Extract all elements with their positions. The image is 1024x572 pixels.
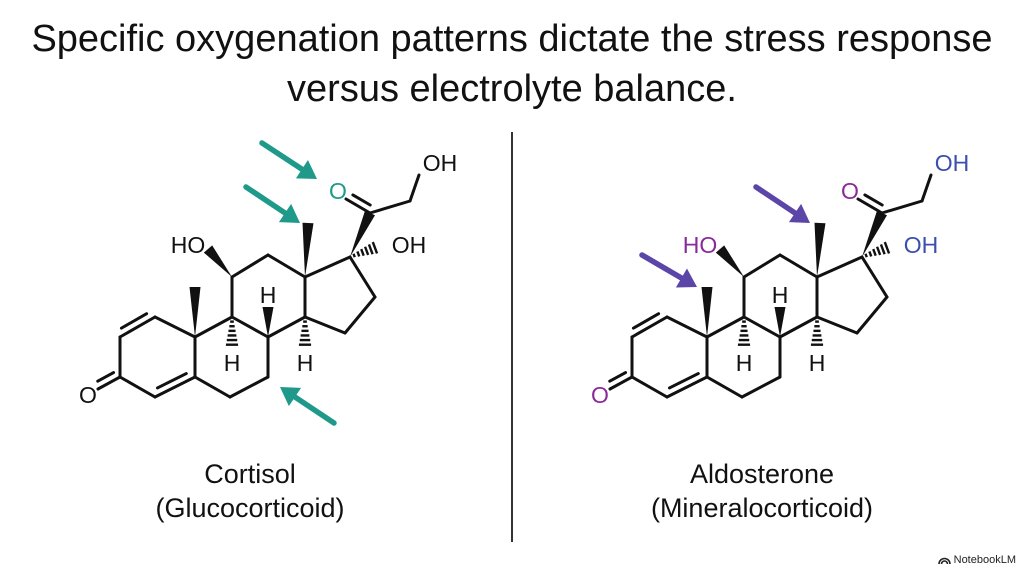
bond-c3-o: [96, 375, 122, 391]
methyl-19: [701, 287, 713, 337]
divider: [511, 132, 513, 542]
atom-oh17: OH: [904, 232, 939, 258]
notebooklm-badge: NotebookLM: [937, 554, 1016, 566]
cortisol-structure: O O OH HO OH H H H: [79, 140, 458, 426]
bond-c3-o-inner: [96, 371, 116, 383]
bond-c1-c2-inner: [631, 312, 661, 330]
methyl-19: [189, 287, 201, 337]
atom-oh11: HO: [171, 232, 206, 258]
bond-c14-c15: [815, 315, 859, 335]
bond-c20-o-inner: [351, 193, 372, 207]
highlight-arrow-2: [639, 252, 697, 288]
bond-c1-c2: [630, 315, 669, 339]
atom-o20: O: [329, 178, 347, 204]
bond-c4-c5-inner: [667, 372, 700, 390]
atom-oh11: HO: [683, 232, 718, 258]
bond-c16-c17: [860, 255, 889, 299]
bond-c20-c21: [368, 199, 412, 215]
atom-oh21: OH: [935, 150, 970, 176]
bond-c5-c6: [193, 375, 232, 399]
bond-c12-c13: [266, 253, 307, 279]
bond-c21-oh: [920, 173, 933, 203]
methyl-18: [814, 222, 826, 277]
aldosterone-structure: O O OH HO OH H H H: [591, 150, 970, 408]
bond-c3-c4: [118, 375, 157, 399]
hash-h14: [298, 320, 312, 346]
methyl-18: [302, 222, 314, 277]
bond-c8-c9: [742, 315, 782, 339]
bond-c1-c2-inner: [119, 312, 149, 330]
atom-oh21: OH: [423, 150, 458, 176]
bond-c20-c21: [880, 199, 924, 215]
bond-c15-c16: [343, 295, 377, 335]
atom-h14: H: [809, 350, 826, 376]
bond-c14-c15: [303, 315, 347, 335]
bond-c20-o-inner: [863, 193, 884, 207]
atom-h8: H: [260, 282, 277, 308]
bond-c5-c6: [705, 375, 744, 399]
bond-c14-c8: [266, 315, 307, 339]
bond-c9-c10: [193, 315, 234, 339]
hash-h9: [737, 320, 751, 346]
cortisol-class: (Glucocorticoid): [155, 493, 345, 523]
bond-c20-o: [344, 197, 372, 215]
page-title: Specific oxygenation patterns dictate th…: [31, 18, 993, 110]
atom-h8: H: [772, 282, 789, 308]
cortisol-name: Cortisol: [204, 459, 296, 489]
bond-c4-c5-inner: [155, 372, 188, 390]
hash-c17-oh: [864, 241, 891, 258]
wedge-c17-c20: [862, 210, 888, 257]
highlight-arrow-3: [280, 387, 337, 426]
bond-c6-c7: [740, 375, 782, 399]
notebooklm-icon: [937, 557, 951, 565]
highlight-arrow-1: [753, 184, 810, 223]
bond-c15-c16: [855, 295, 889, 335]
wedge-c17-c20: [350, 210, 376, 257]
bond-c16-c17: [348, 255, 377, 299]
wedge-h8: [774, 307, 786, 337]
bond-c17-c13: [303, 255, 352, 279]
wedge-c11-oh: [715, 245, 744, 277]
aldosterone-caption: Aldosterone (Mineralocorticoid): [512, 457, 1012, 525]
hash-c17-oh: [352, 241, 379, 258]
bond-c1-c2: [118, 315, 157, 339]
bond-c17-c13: [815, 255, 864, 279]
bond-c3-o: [608, 375, 634, 391]
highlight-arrow-1: [259, 140, 317, 179]
bond-c14-c8: [778, 315, 819, 339]
bond-c10-c1: [153, 315, 197, 339]
aldosterone-name: Aldosterone: [689, 459, 835, 489]
aldosterone-class: (Mineralocorticoid): [650, 493, 874, 523]
bond-c21-oh: [408, 173, 421, 203]
bond-c8-c9: [230, 315, 270, 339]
atom-h9: H: [736, 350, 753, 376]
hash-h14: [810, 320, 824, 346]
bond-c3-c4: [630, 375, 669, 399]
atom-o20: O: [841, 178, 859, 204]
hash-h9: [225, 320, 239, 346]
atom-oh17: OH: [392, 232, 427, 258]
bond-c12-c13: [778, 253, 819, 279]
bond-c3-o-inner: [608, 371, 628, 383]
atom-h9: H: [224, 350, 241, 376]
cortisol-caption: Cortisol (Glucocorticoid): [0, 457, 500, 525]
wedge-c11-oh: [203, 245, 232, 277]
atom-o3: O: [591, 382, 609, 408]
atom-o3: O: [79, 382, 97, 408]
bond-c11-c12: [230, 253, 270, 279]
bond-c9-c10: [705, 315, 746, 339]
bond-c20-o: [856, 197, 884, 215]
bond-c6-c7: [228, 375, 270, 399]
bond-c4-c5: [665, 375, 709, 399]
wedge-h8: [262, 307, 274, 337]
highlight-arrow-2: [243, 184, 300, 223]
atom-h14: H: [297, 350, 314, 376]
bond-c4-c5: [153, 375, 197, 399]
bond-c11-c12: [742, 253, 782, 279]
notebooklm-label: NotebookLM: [953, 554, 1016, 566]
bond-c10-c1: [665, 315, 709, 339]
